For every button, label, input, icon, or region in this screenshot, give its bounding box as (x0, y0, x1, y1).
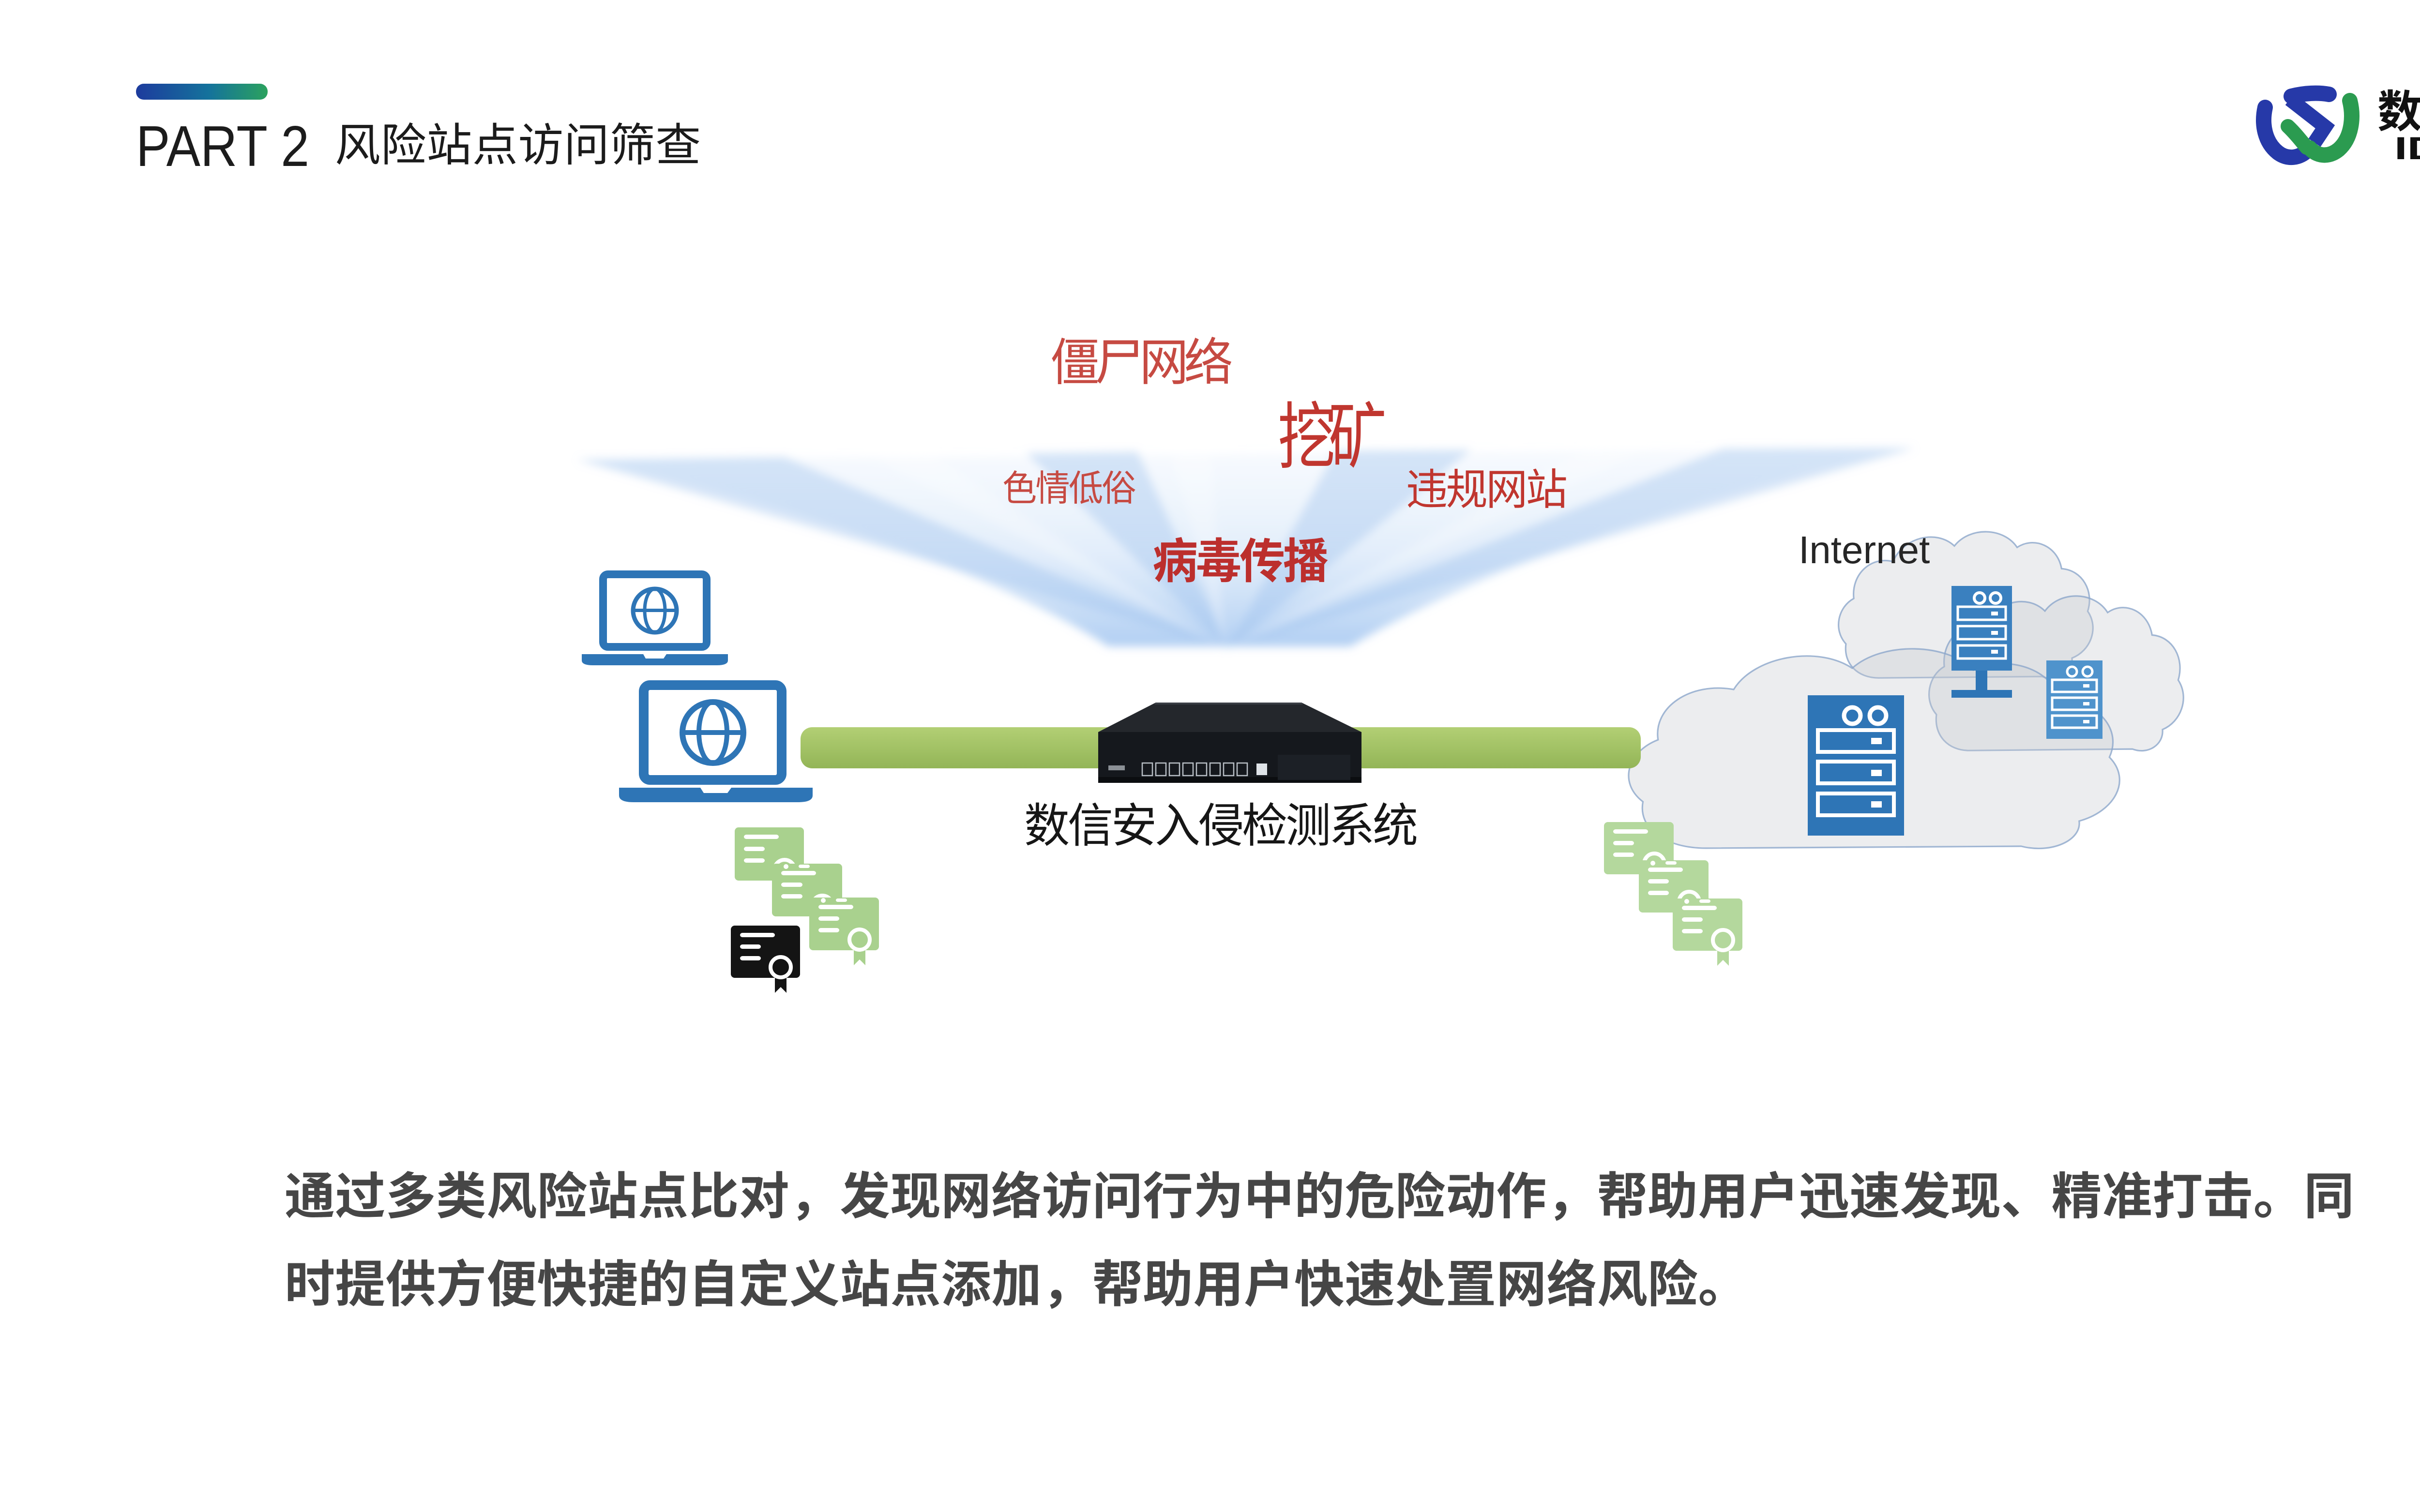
svg-text:PART 2: PART 2 (136, 114, 309, 179)
svg-text:ID SEC: ID SEC (2394, 130, 2420, 166)
svg-text:Internet: Internet (1799, 528, 1930, 571)
